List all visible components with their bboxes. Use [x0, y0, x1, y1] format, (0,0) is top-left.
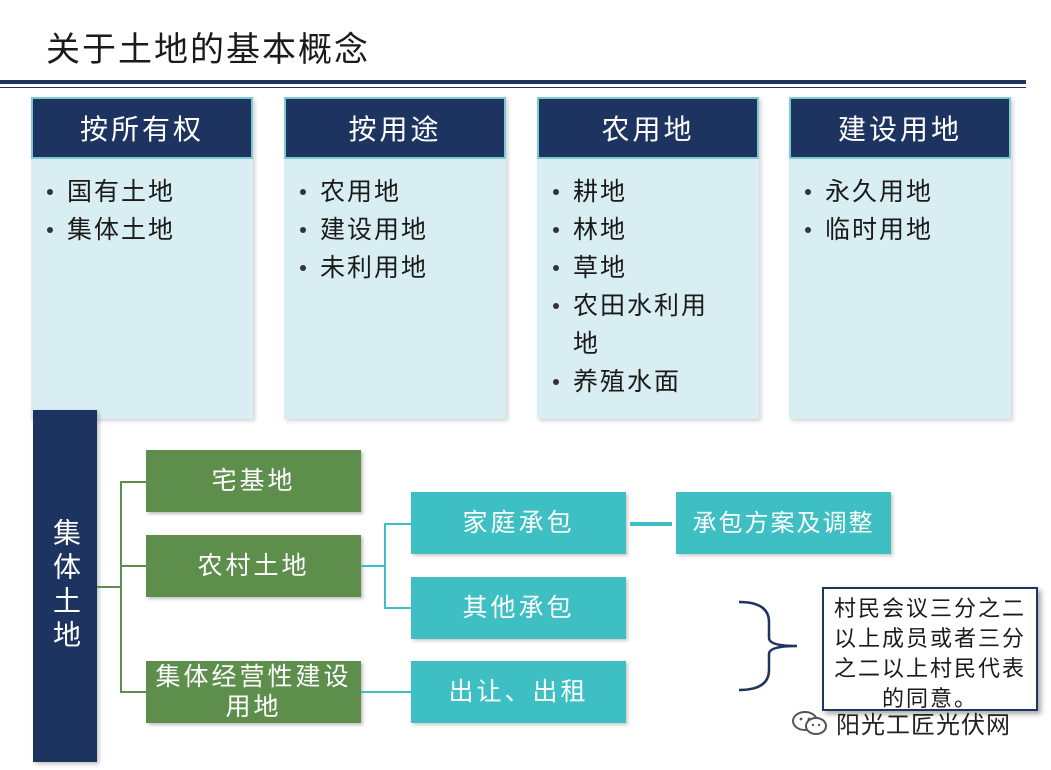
- title-rule: [0, 80, 1026, 84]
- list-item: 耕地: [549, 173, 719, 211]
- card-heading: 按所有权: [31, 97, 253, 159]
- list-item: 永久用地: [801, 173, 1001, 211]
- other-contract-box: 其他承包: [411, 577, 626, 639]
- connector: [120, 481, 122, 693]
- brace-icon: [738, 600, 798, 692]
- collective-land-root: 集体土地: [33, 410, 97, 762]
- transfer-lease-box: 出让、出租: [411, 661, 626, 723]
- connector: [120, 565, 146, 567]
- page-title: 关于土地的基本概念: [46, 30, 370, 70]
- connector: [120, 691, 146, 693]
- connector: [384, 523, 386, 609]
- list-item: 国有土地: [43, 173, 243, 211]
- contract-plan-box: 承包方案及调整: [676, 492, 891, 554]
- connector: [361, 691, 411, 693]
- list-item: 农用地: [296, 173, 496, 211]
- homestead-box: 宅基地: [146, 450, 361, 512]
- rural-land-box: 农村土地: [146, 535, 361, 597]
- root-label: 集体土地: [49, 518, 82, 654]
- family-contract-box: 家庭承包: [411, 492, 626, 554]
- list-item: 农田水利用地: [549, 287, 719, 363]
- list-item: 未利用地: [296, 249, 496, 287]
- list-item: 林地: [549, 211, 719, 249]
- list-item: 草地: [549, 249, 719, 287]
- connector: [384, 523, 411, 525]
- card-list: 国有土地 集体土地: [31, 159, 253, 249]
- connector: [120, 481, 146, 483]
- connector: [630, 522, 672, 526]
- card-list: 永久用地 临时用地: [789, 159, 1011, 249]
- card-heading: 按用途: [284, 97, 506, 159]
- connector: [384, 607, 411, 609]
- card-heading: 建设用地: [789, 97, 1011, 159]
- list-item: 集体土地: [43, 211, 243, 249]
- list-item: 临时用地: [801, 211, 1001, 249]
- title-rule-thin: [0, 87, 1026, 88]
- watermark-text: 阳光工匠光伏网: [836, 711, 1011, 739]
- card-agricultural-land: 农用地 耕地 林地 草地 农田水利用地 养殖水面: [537, 97, 759, 419]
- connector: [361, 565, 385, 567]
- approval-note: 村民会议三分之二以上成员或者三分之二以上村民代表的同意。: [822, 587, 1038, 712]
- card-list: 耕地 林地 草地 农田水利用地 养殖水面: [537, 159, 759, 401]
- watermark: 阳光工匠光伏网: [790, 705, 1011, 740]
- card-heading: 农用地: [537, 97, 759, 159]
- wechat-icon: [792, 710, 827, 735]
- list-item: 建设用地: [296, 211, 496, 249]
- card-ownership: 按所有权 国有土地 集体土地: [31, 97, 253, 419]
- card-usage: 按用途 农用地 建设用地 未利用地: [284, 97, 506, 419]
- collective-construction-box: 集体经营性建设用地: [146, 661, 361, 723]
- list-item: 养殖水面: [549, 363, 719, 401]
- card-construction-land: 建设用地 永久用地 临时用地: [789, 97, 1011, 419]
- connector: [97, 586, 121, 588]
- card-list: 农用地 建设用地 未利用地: [284, 159, 506, 287]
